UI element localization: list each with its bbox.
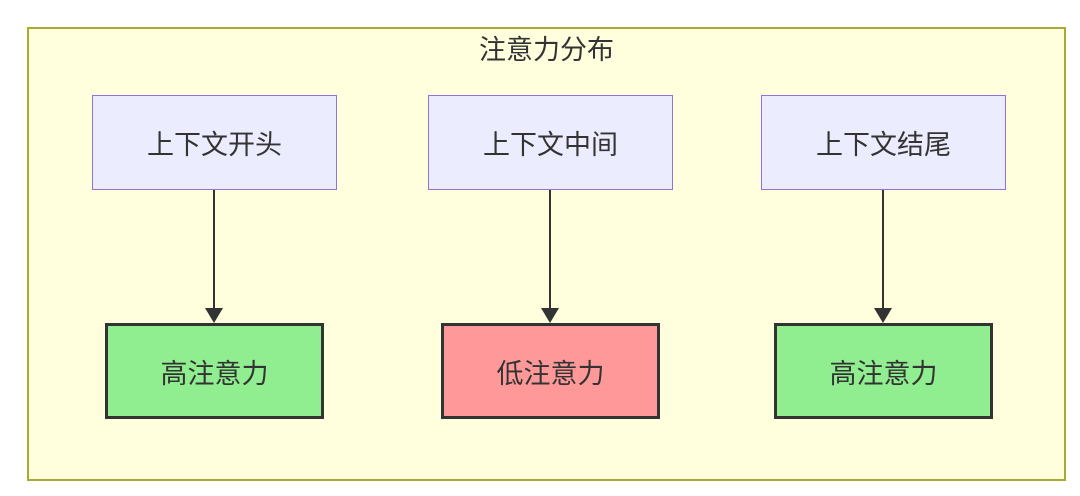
node-high-attention-start-label: 高注意力	[160, 358, 269, 389]
node-context-middle-label: 上下文中间	[483, 130, 618, 160]
arrow-line	[549, 190, 551, 309]
node-high-attention-start: 高注意力	[105, 323, 324, 419]
node-high-attention-end-label: 高注意力	[829, 358, 938, 389]
node-context-end-label: 上下文结尾	[816, 130, 951, 160]
arrowhead-down-icon	[541, 308, 559, 323]
arrow-context-middle-to-low-attention	[541, 190, 559, 323]
node-context-middle: 上下文中间	[428, 95, 673, 190]
node-context-start: 上下文开头	[92, 95, 337, 190]
node-low-attention-middle: 低注意力	[441, 323, 660, 419]
node-context-start-label: 上下文开头	[147, 130, 282, 160]
diagram-title: 注意力分布	[479, 35, 614, 65]
node-low-attention-middle-label: 低注意力	[496, 358, 605, 389]
arrow-line	[213, 190, 215, 309]
node-context-end: 上下文结尾	[761, 95, 1006, 190]
arrowhead-down-icon	[874, 308, 892, 323]
subgraph-attention-distribution: 注意力分布 上下文开头 上下文中间 上下文结尾 高注意力 低注意力	[27, 27, 1066, 481]
arrow-context-start-to-high-attention	[205, 190, 223, 323]
arrowhead-down-icon	[205, 308, 223, 323]
arrow-context-end-to-high-attention	[874, 190, 892, 323]
arrow-line	[882, 190, 884, 309]
node-high-attention-end: 高注意力	[774, 323, 993, 419]
